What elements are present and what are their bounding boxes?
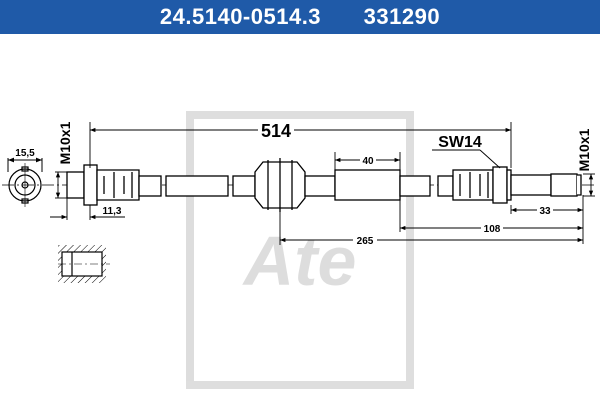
sleeve-length-label: 40 xyxy=(362,156,374,167)
hex-end-view xyxy=(8,163,42,207)
grommet-to-end-label: 265 xyxy=(357,236,374,247)
brake-hose xyxy=(66,158,582,212)
wrench-size-label: SW14 xyxy=(438,134,482,151)
reference-number: 331290 xyxy=(363,4,441,29)
sleeve-to-end-label: 108 xyxy=(484,224,501,235)
overall-length-label: 514 xyxy=(261,121,291,141)
left-fitting-length-label: 11,3 xyxy=(103,206,122,217)
right-fitting-length-label: 33 xyxy=(539,206,551,217)
port-section-view xyxy=(58,245,110,283)
ate-logo-watermark: Ate xyxy=(186,111,414,389)
right-thread-label: M10x1 xyxy=(576,128,592,171)
hex-width-label: 15,5 xyxy=(15,148,35,159)
left-thread-label: M10x1 xyxy=(57,121,73,164)
title-bar: 24.5140-0514.3 331290 xyxy=(0,0,600,34)
part-number: 24.5140-0514.3 xyxy=(159,4,322,29)
svg-text:Ate: Ate xyxy=(242,222,357,300)
